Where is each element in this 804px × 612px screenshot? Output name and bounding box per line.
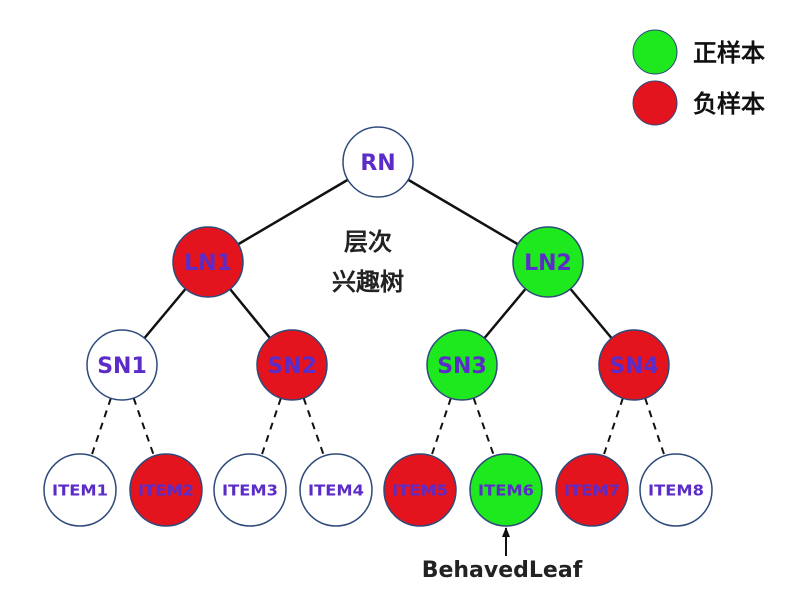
edge-ln1-sn1 [143, 288, 187, 339]
tree-edges [90, 178, 666, 457]
edge-sn3-item6 [472, 397, 495, 457]
node-label-item3: ITEM3 [222, 481, 278, 499]
node-circle-item3 [213, 453, 287, 527]
node-label-sn2: SN2 [267, 354, 317, 379]
node-item7: ITEM7 [555, 453, 629, 527]
behaved-leaf-annotation: BehavedLeaf [422, 527, 583, 583]
edge-rn-ln1 [237, 178, 349, 246]
center-label-line2: 兴趣树 [332, 268, 404, 296]
node-circle-ln2 [512, 226, 584, 298]
legend-label-positive: 正样本 [693, 39, 765, 67]
node-circle-item5 [383, 453, 457, 527]
edge-sn4-item8 [644, 397, 666, 457]
edge-sn2-item3 [260, 397, 282, 457]
node-item4: ITEM4 [299, 453, 373, 527]
node-label-item8: ITEM8 [648, 481, 704, 499]
node-circle-item1 [43, 453, 117, 527]
edge-ln2-sn4 [569, 288, 613, 339]
node-circle-item4 [299, 453, 373, 527]
node-label-item6: ITEM6 [478, 481, 534, 499]
legend-swatch-negative [632, 80, 678, 126]
node-sn1: SN1 [86, 329, 158, 401]
edge-sn1-item2 [132, 397, 155, 457]
node-circle-item7 [555, 453, 629, 527]
edge-sn3-item5 [430, 397, 452, 457]
node-label-ln1: LN1 [184, 251, 232, 276]
node-label-item4: ITEM4 [308, 481, 364, 499]
node-item3: ITEM3 [213, 453, 287, 527]
node-circle-item8 [639, 453, 713, 527]
node-label-item7: ITEM7 [564, 481, 620, 499]
node-item2: ITEM2 [129, 453, 203, 527]
node-label-sn4: SN4 [609, 354, 659, 379]
node-sn3: SN3 [426, 329, 498, 401]
node-label-item5: ITEM5 [392, 481, 448, 499]
node-circle-sn2 [256, 329, 328, 401]
edge-sn1-item1 [90, 397, 112, 457]
node-circle-ln1 [172, 226, 244, 298]
node-sn2: SN2 [256, 329, 328, 401]
node-circle-item2 [129, 453, 203, 527]
node-circle-sn3 [426, 329, 498, 401]
center-label: 层次 兴趣树 [332, 228, 404, 296]
node-label-item2: ITEM2 [138, 481, 194, 499]
node-label-item1: ITEM1 [52, 481, 108, 499]
node-label-sn3: SN3 [437, 354, 487, 379]
behaved-leaf-label: BehavedLeaf [422, 558, 583, 583]
node-item8: ITEM8 [639, 453, 713, 527]
node-sn4: SN4 [598, 329, 670, 401]
node-label-rn: RN [360, 151, 395, 176]
node-circle-rn [342, 126, 414, 198]
arrow-head-icon [502, 527, 510, 537]
legend-swatch-positive [632, 29, 678, 75]
node-rn: RN [342, 126, 414, 198]
edge-sn2-item4 [302, 397, 325, 457]
node-label-sn1: SN1 [97, 354, 147, 379]
legend-label-negative: 负样本 [693, 90, 765, 118]
edge-ln2-sn3 [483, 288, 527, 339]
node-label-ln2: LN2 [524, 251, 572, 276]
node-ln1: LN1 [172, 226, 244, 298]
node-circle-sn4 [598, 329, 670, 401]
edge-sn4-item7 [602, 397, 624, 457]
edge-rn-ln2 [407, 178, 519, 246]
node-item1: ITEM1 [43, 453, 117, 527]
center-label-line1: 层次 [344, 228, 392, 256]
node-item5: ITEM5 [383, 453, 457, 527]
node-circle-item6 [469, 453, 543, 527]
node-ln2: LN2 [512, 226, 584, 298]
node-circle-sn1 [86, 329, 158, 401]
node-item6: ITEM6 [469, 453, 543, 527]
edge-ln1-sn2 [229, 288, 271, 339]
